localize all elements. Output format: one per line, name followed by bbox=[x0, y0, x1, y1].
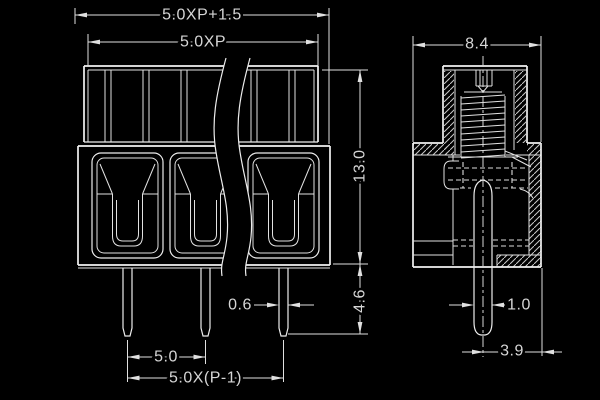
front-body bbox=[77, 145, 331, 269]
dim-depth-lines bbox=[412, 36, 542, 142]
dim-depth-label: 8.4 bbox=[465, 36, 489, 53]
dim-pin-offset-label: 3.9 bbox=[500, 343, 524, 360]
dim-overall-width-label: 5.0XP+1.5 bbox=[162, 7, 242, 24]
break-lines bbox=[213, 57, 253, 277]
front-pins bbox=[122, 268, 289, 337]
clamp-channel bbox=[112, 194, 143, 247]
screw-head-slot bbox=[475, 70, 493, 87]
rib-outer-walls bbox=[83, 66, 319, 142]
rib-inner-walls bbox=[87, 70, 315, 142]
dim-span-label: 5.0X(P-1) bbox=[169, 370, 242, 387]
dim-pitch-lines bbox=[127, 340, 206, 382]
funnel-slants bbox=[99, 163, 156, 195]
break-gap-mask bbox=[214, 58, 252, 276]
front-rib-section bbox=[83, 65, 319, 143]
rib-partition-lines bbox=[104, 70, 296, 142]
hatch-left-wall bbox=[444, 71, 454, 155]
dim-upper-width-label: 5.0XP bbox=[180, 34, 226, 51]
base-outline bbox=[412, 143, 542, 268]
clamp-hidden-horizontals bbox=[448, 167, 528, 189]
side-pin bbox=[473, 56, 493, 357]
hatch-right-wall bbox=[515, 71, 526, 143]
dim-upper-width-lines bbox=[87, 34, 319, 66]
dimensions: 5.0XP+1.5 5.0XP 13.0 4.6 0.6 5.0 5.0X(P-… bbox=[74, 4, 562, 389]
opening-inner-border bbox=[252, 157, 315, 254]
clamp-left-cap bbox=[443, 160, 459, 190]
clamp-channel bbox=[190, 194, 221, 247]
opening-outer-border bbox=[91, 152, 164, 259]
opening-inner-border bbox=[96, 157, 159, 254]
dim-overall-width-lines bbox=[74, 8, 330, 144]
front-body-outline bbox=[77, 145, 331, 266]
left-foot-lines bbox=[413, 240, 453, 256]
dim-side-pin-width-arrows bbox=[462, 302, 504, 308]
funnel-slants bbox=[255, 163, 312, 195]
thread-flanks bbox=[460, 96, 506, 157]
hatch-left-ledge bbox=[413, 144, 447, 155]
front-view bbox=[77, 57, 331, 337]
hatch-right-ledge bbox=[527, 144, 541, 155]
dim-side-pin-width-label: 1.0 bbox=[507, 297, 531, 314]
side-view bbox=[412, 56, 542, 357]
dim-pitch-label: 5.0 bbox=[154, 349, 178, 366]
clamp-funnel-edges bbox=[504, 150, 532, 168]
clamp-channel bbox=[268, 194, 299, 247]
clamp-cavity bbox=[194, 200, 217, 242]
pin-1 bbox=[122, 268, 133, 337]
dim-pin-length-label: 4.6 bbox=[352, 289, 369, 313]
clamp-cavity bbox=[116, 200, 139, 242]
hatch-bottom-block bbox=[497, 255, 541, 267]
clamp-cavity bbox=[272, 200, 295, 242]
hatch-right-column bbox=[529, 155, 541, 255]
dim-pin-thickness-arrows bbox=[267, 302, 300, 308]
opening-outer-border bbox=[247, 152, 320, 259]
inner-right-structure bbox=[496, 155, 541, 267]
wire-opening-3 bbox=[247, 152, 320, 259]
clamp-hook bbox=[519, 188, 534, 199]
wire-opening-1 bbox=[91, 152, 164, 259]
break-curve-right bbox=[237, 57, 253, 277]
pin-3 bbox=[278, 268, 289, 337]
hidden-base-lines bbox=[453, 239, 529, 247]
clamp-cage bbox=[443, 150, 534, 247]
pin-2 bbox=[200, 268, 211, 337]
pin-sides bbox=[473, 196, 493, 322]
clamp-hidden-verticals bbox=[462, 162, 513, 188]
housing-outer-walls bbox=[442, 66, 528, 143]
side-housing bbox=[412, 65, 542, 268]
dim-height-lines bbox=[322, 69, 368, 265]
pin-rounded-tip bbox=[473, 321, 493, 336]
section-hatching bbox=[413, 71, 541, 267]
break-curve-left bbox=[213, 57, 229, 277]
dim-span-lines bbox=[127, 340, 284, 382]
dim-pin-thickness-label: 0.6 bbox=[228, 297, 252, 314]
dim-height-label: 13.0 bbox=[352, 149, 369, 182]
housing-inner-walls bbox=[454, 70, 515, 155]
